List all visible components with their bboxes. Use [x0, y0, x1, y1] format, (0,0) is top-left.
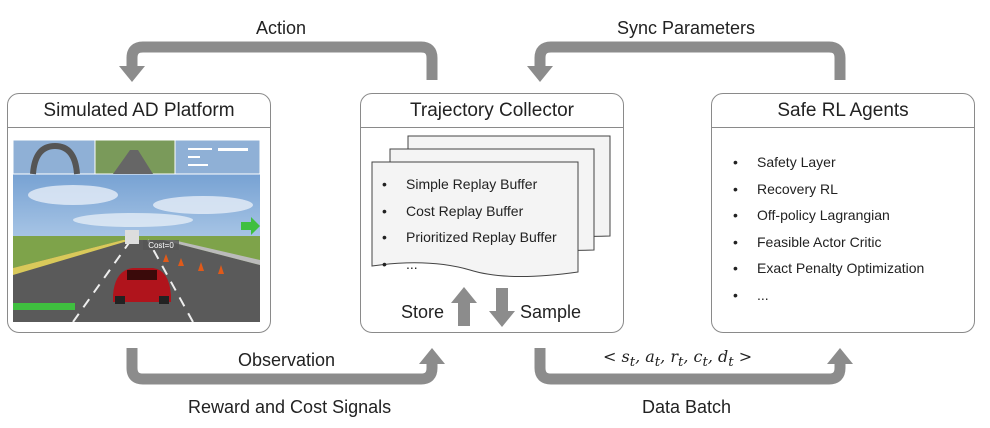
buffer-list: Simple Replay Buffer Cost Replay Buffer …	[380, 171, 557, 277]
action-label: Action	[256, 18, 307, 38]
buffer-item: Simple Replay Buffer	[380, 171, 557, 198]
agents-title: Safe RL Agents	[712, 94, 974, 128]
platform-title: Simulated AD Platform	[8, 94, 270, 128]
sync-label: Sync Parameters	[617, 18, 756, 38]
agent-item: Recovery RL	[731, 176, 924, 203]
store-label: Store	[401, 302, 445, 322]
data-batch-arrow	[534, 348, 846, 385]
sample-label: Sample	[520, 302, 582, 322]
sample-arrow	[489, 288, 515, 327]
agent-item: Off-policy Lagrangian	[731, 202, 924, 229]
agent-item: Safety Layer	[731, 149, 924, 176]
cost-readout: Cost=0	[148, 241, 174, 250]
observation-arrow	[126, 348, 438, 385]
observation-label: Observation	[238, 350, 336, 370]
data-batch-arrowhead	[827, 348, 853, 364]
transition-tuple: < st, at, rt, ct, dt >	[603, 347, 753, 371]
action-arrow	[126, 41, 438, 80]
agent-item: ...	[731, 282, 924, 309]
agents-list: Safety Layer Recovery RL Off-policy Lagr…	[731, 149, 924, 308]
buffer-item: ...	[380, 251, 557, 278]
agent-item: Feasible Actor Critic	[731, 229, 924, 256]
buffer-item: Prioritized Replay Buffer	[380, 224, 557, 251]
buffer-item: Cost Replay Buffer	[380, 198, 557, 225]
store-arrow	[451, 287, 477, 326]
sync-arrow	[534, 41, 846, 80]
action-arrowhead	[119, 66, 145, 82]
observation-arrowhead	[419, 348, 445, 364]
driving-scene-image: Cost=0	[13, 140, 260, 322]
agent-item: Exact Penalty Optimization	[731, 255, 924, 282]
collector-title: Trajectory Collector	[361, 94, 623, 128]
sync-arrowhead	[527, 66, 553, 82]
reward-label: Reward and Cost Signals	[188, 397, 392, 417]
data-batch-label: Data Batch	[642, 397, 732, 417]
